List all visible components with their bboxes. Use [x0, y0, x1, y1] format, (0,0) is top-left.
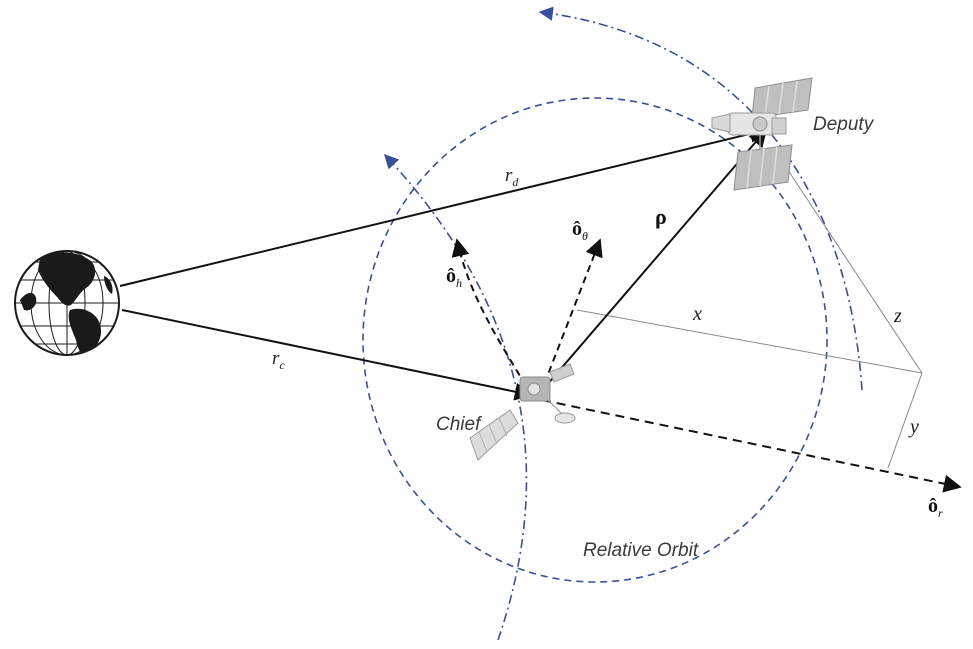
- chief-label: Chief: [436, 414, 482, 435]
- earth-globe-icon: [14, 250, 120, 356]
- o-h-label: ôh: [446, 265, 462, 290]
- rc-vector: [121, 309, 533, 401]
- rd-label: rd: [505, 165, 519, 189]
- o-r-axis: [541, 399, 962, 493]
- relative-orbit-ellipse: [362, 97, 828, 583]
- deputy-orbit-path: [538, 6, 863, 391]
- o-r-label: ôr: [928, 495, 943, 520]
- deputy-satellite-icon: [711, 77, 813, 191]
- rd-vector: [119, 125, 768, 287]
- rho-vector: [539, 128, 768, 394]
- y-axis-label: y: [908, 416, 919, 438]
- chief-satellite-icon: [469, 363, 576, 461]
- x-axis-label: x: [692, 303, 702, 325]
- z-axis-label: z: [893, 305, 902, 327]
- relative-orbit-label: Relative Orbit: [583, 540, 699, 561]
- rc-label: rc: [272, 348, 285, 372]
- deputy-label: Deputy: [813, 114, 875, 135]
- o-theta-label: ôθ: [572, 218, 588, 243]
- rho-label: ρ: [655, 204, 667, 229]
- chief-orbit-path: [384, 153, 528, 641]
- o-h-axis: [451, 238, 533, 397]
- projection-lines: [576, 154, 923, 469]
- o-theta-axis: [539, 238, 603, 396]
